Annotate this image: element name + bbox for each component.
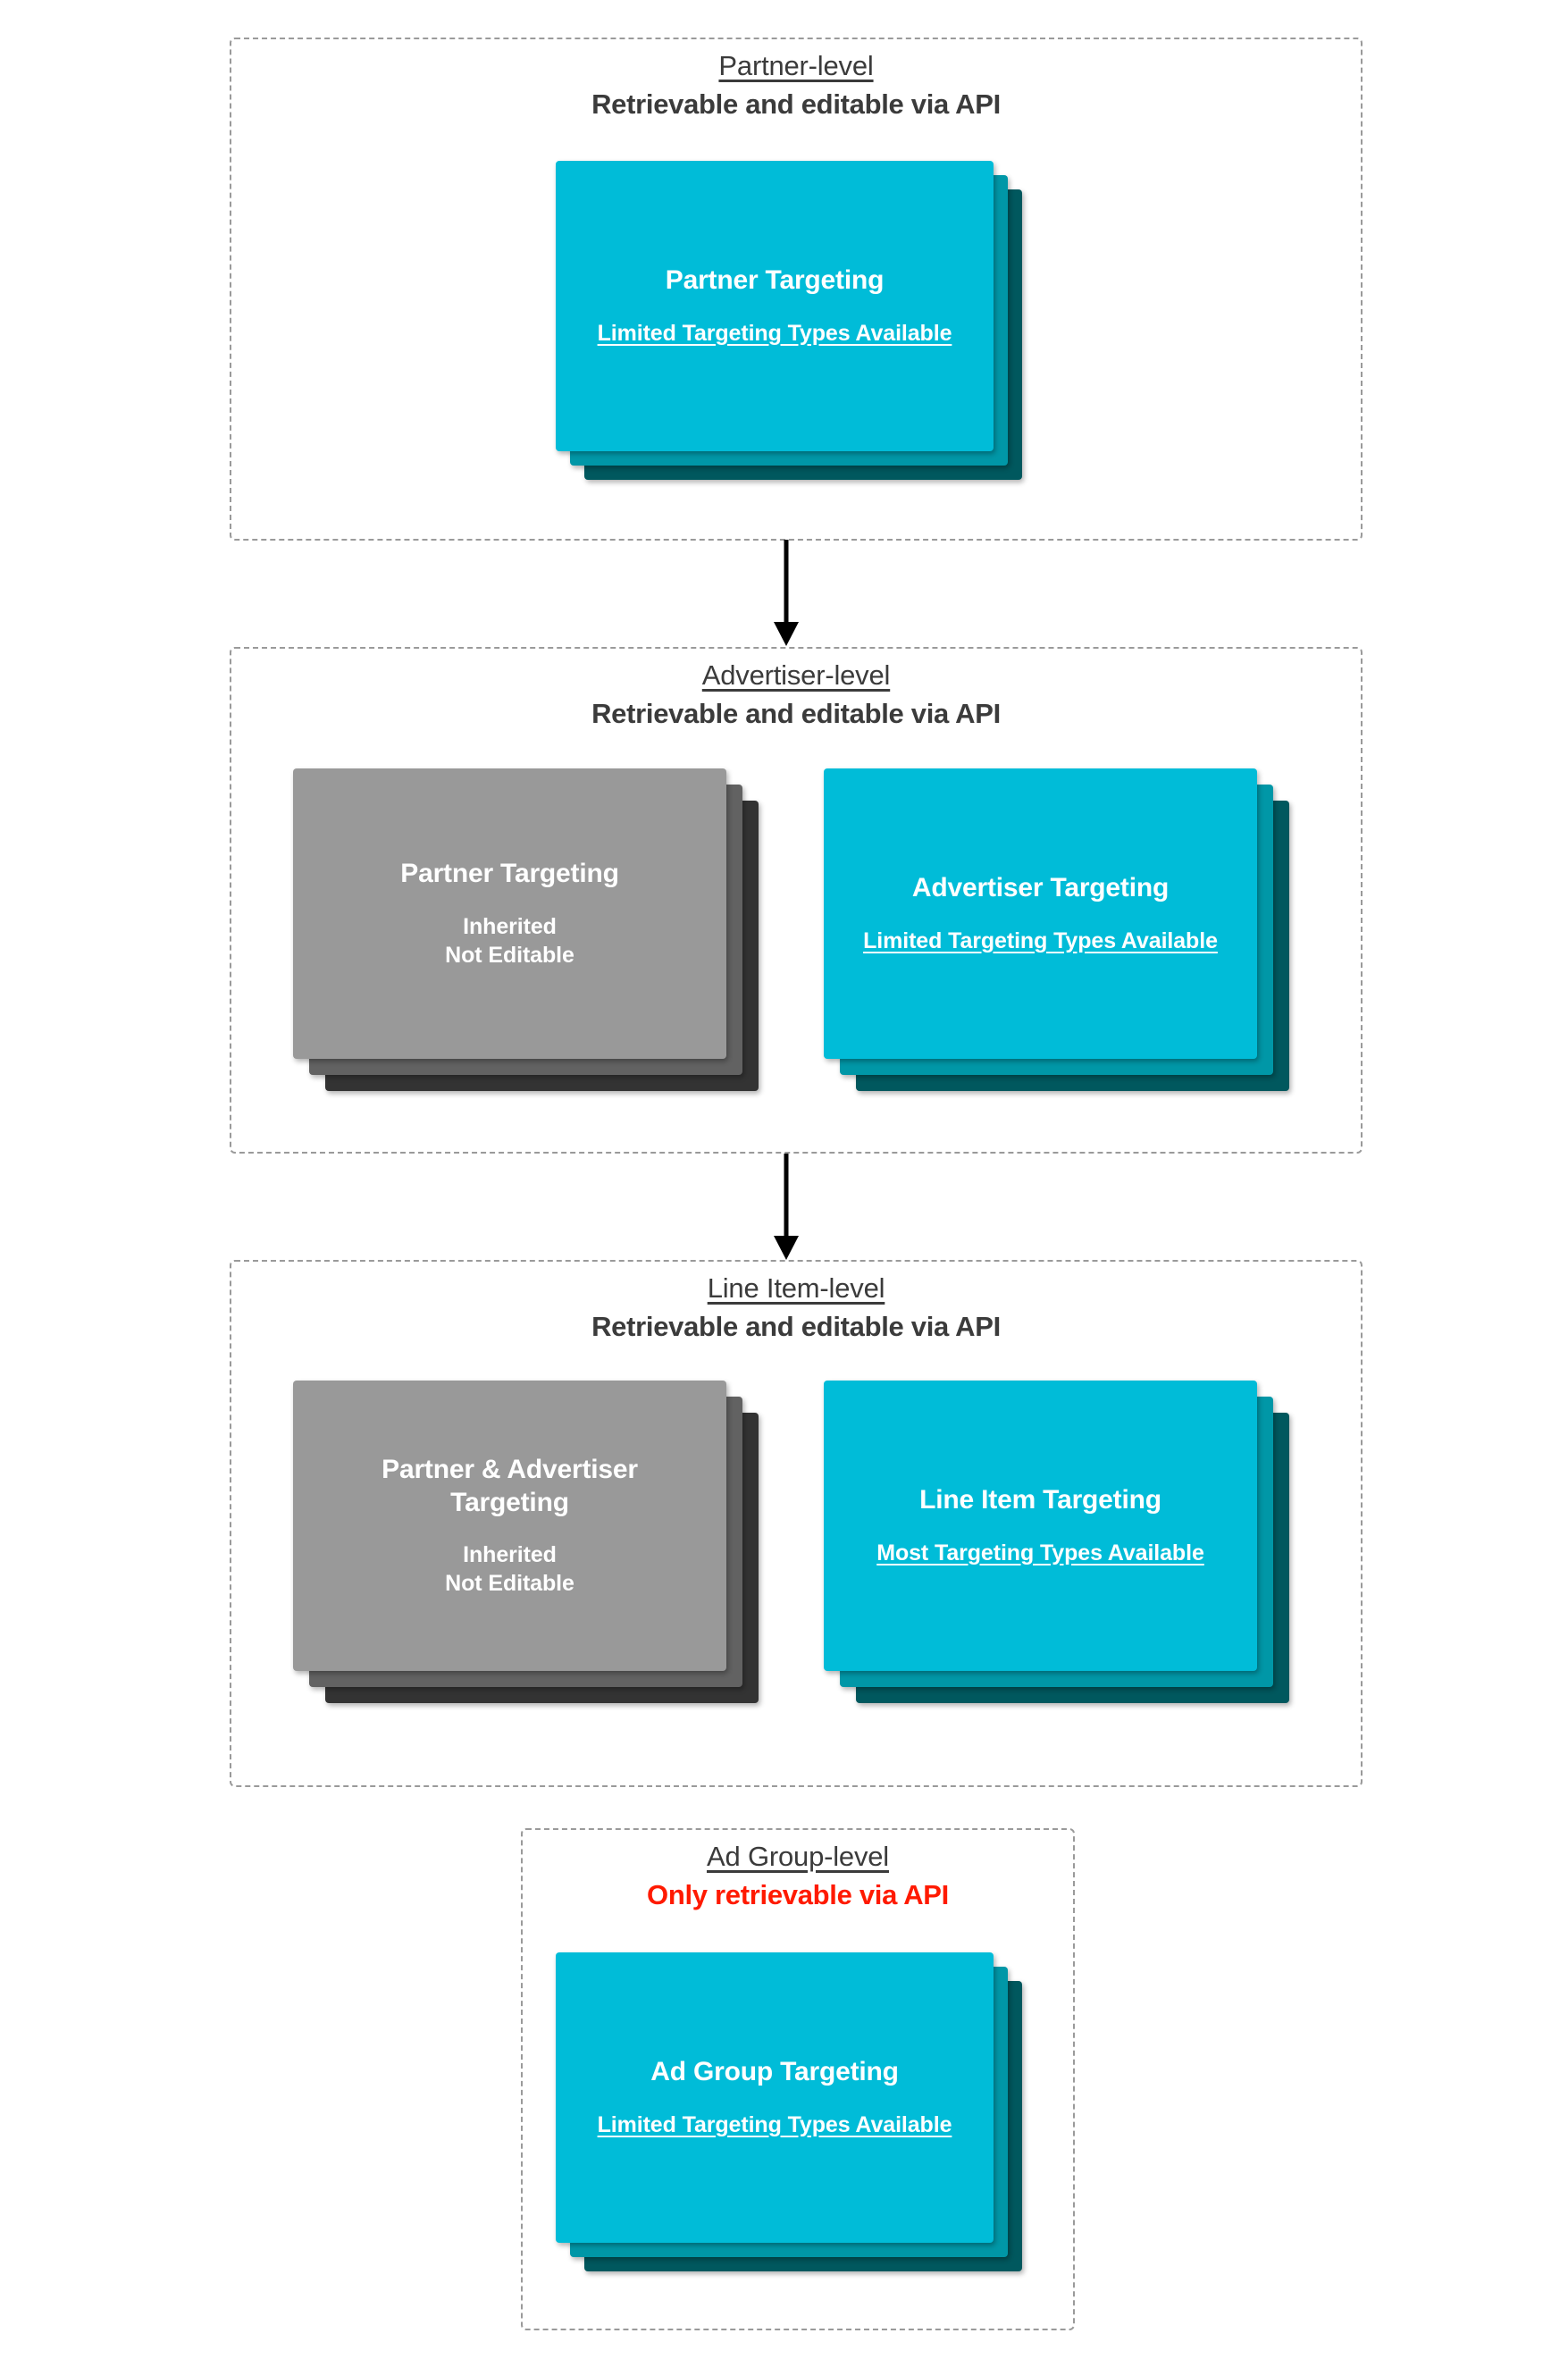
card-note: Limited Targeting Types Available [597,2111,952,2137]
card-stack-partner-targeting: Partner Targeting Limited Targeting Type… [556,161,1038,496]
card-note: Inherited Not Editable [445,1542,574,1597]
card-note: Limited Targeting Types Available [597,320,952,346]
card-stack-line-item-targeting: Line Item Targeting Most Targeting Types… [824,1381,1306,1738]
card-partner-targeting[interactable]: Partner Targeting Limited Targeting Type… [556,161,994,451]
card-advertiser-targeting[interactable]: Advertiser Targeting Limited Targeting T… [824,768,1257,1059]
level-box-line-item [230,1260,1363,1787]
card-note: Inherited Not Editable [445,913,574,968]
level-box-advertiser [230,647,1363,1154]
card-note: Limited Targeting Types Available [863,927,1218,953]
card-line-item-targeting[interactable]: Line Item Targeting Most Targeting Types… [824,1381,1257,1671]
card-stack-advertiser-inherited: Partner Targeting Inherited Not Editable [293,768,776,1126]
card-title: Partner & Advertiser Targeting [382,1454,638,1517]
card-title: Partner Targeting [665,265,885,296]
level-box-ad-group [521,1828,1075,2330]
card-stack-line-item-inherited: Partner & Advertiser Targeting Inherited… [293,1381,776,1738]
card-note: Most Targeting Types Available [876,1540,1204,1565]
card-advertiser-inherited-partner-targeting[interactable]: Partner Targeting Inherited Not Editable [293,768,726,1059]
connector-advertiser-to-line-item [774,1154,799,1260]
card-ad-group-targeting[interactable]: Ad Group Targeting Limited Targeting Typ… [556,1952,994,2243]
card-line-item-inherited-targeting[interactable]: Partner & Advertiser Targeting Inherited… [293,1381,726,1671]
connector-partner-to-advertiser [774,540,799,646]
card-stack-ad-group-targeting: Ad Group Targeting Limited Targeting Typ… [556,1952,1038,2310]
card-title: Line Item Targeting [919,1485,1161,1515]
card-title: Ad Group Targeting [650,2057,899,2087]
card-title: Partner Targeting [400,859,619,889]
level-box-partner [230,38,1363,541]
card-stack-advertiser-targeting: Advertiser Targeting Limited Targeting T… [824,768,1306,1126]
card-title: Advertiser Targeting [911,873,1170,903]
